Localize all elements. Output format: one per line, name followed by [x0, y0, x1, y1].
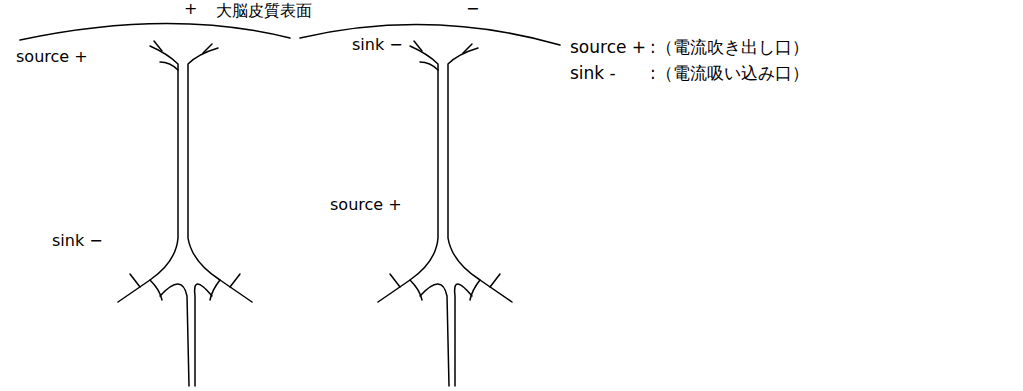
- label: sink -: [570, 64, 616, 82]
- cortex-surface: [300, 25, 560, 45]
- label: source +: [570, 38, 646, 56]
- label: +: [184, 0, 197, 18]
- label: source +: [330, 196, 402, 214]
- label: sink −: [352, 36, 403, 54]
- label: source +: [16, 48, 88, 66]
- cortex-surface: [20, 23, 290, 40]
- label: −: [466, 0, 479, 18]
- label: 大脳皮質表面: [216, 2, 312, 20]
- label: :（電流吹き出し口）: [650, 38, 809, 56]
- label: :（電流吸い込み口）: [650, 64, 809, 82]
- pyramidal-neuron: [118, 41, 252, 386]
- label: sink −: [52, 232, 103, 250]
